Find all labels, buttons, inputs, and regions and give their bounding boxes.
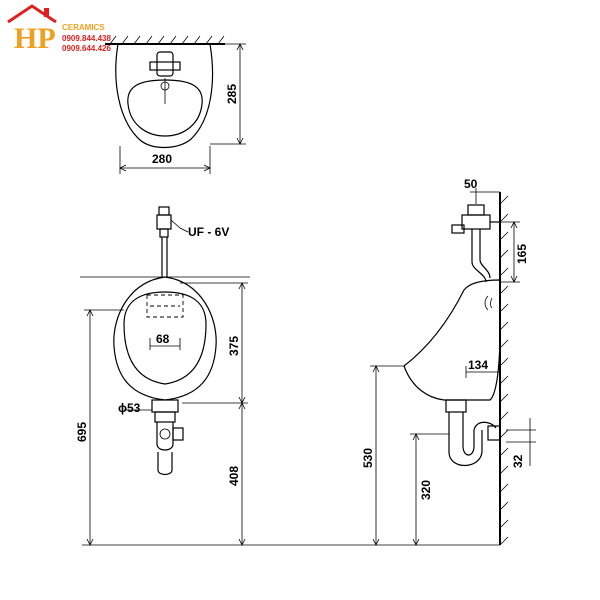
- drain-height-label: 320: [419, 480, 433, 500]
- outlet-height-label: 408: [227, 466, 241, 486]
- top-depth-label: 285: [225, 84, 239, 104]
- outlet-label: ϕ53: [118, 401, 141, 415]
- top-view: 280 285: [105, 35, 246, 174]
- logo-phone-2: 0909.644.426: [62, 44, 111, 53]
- top-wall-hatch: [109, 35, 225, 45]
- inlet-width-label: 68: [156, 332, 170, 346]
- wall-offset-label: 50: [464, 177, 478, 191]
- front-view: UF - 6V 68 ϕ53 375: [75, 206, 250, 546]
- valve-label: UF - 6V: [188, 225, 229, 239]
- valve-height-label: 165: [515, 244, 529, 264]
- top-width-label: 280: [152, 152, 172, 166]
- side-view: 50 165 134 32 530: [361, 177, 536, 546]
- total-height-label: 695: [75, 422, 89, 442]
- brand-logo: HP CERAMICS 0909.844.438 0909.644.426: [7, 4, 111, 55]
- trap-offset-label: 32: [511, 454, 525, 468]
- outlet-offset-label: 134: [468, 358, 488, 372]
- logo-letters: HP: [14, 22, 56, 55]
- logo-brand: CERAMICS: [62, 23, 105, 32]
- logo-phone-1: 0909.844.438: [62, 34, 111, 43]
- logo-chimney-icon: [44, 8, 49, 17]
- upper-height-label: 375: [227, 336, 241, 356]
- side-wall-hatch: [499, 195, 509, 546]
- rim-height-label: 530: [361, 448, 375, 468]
